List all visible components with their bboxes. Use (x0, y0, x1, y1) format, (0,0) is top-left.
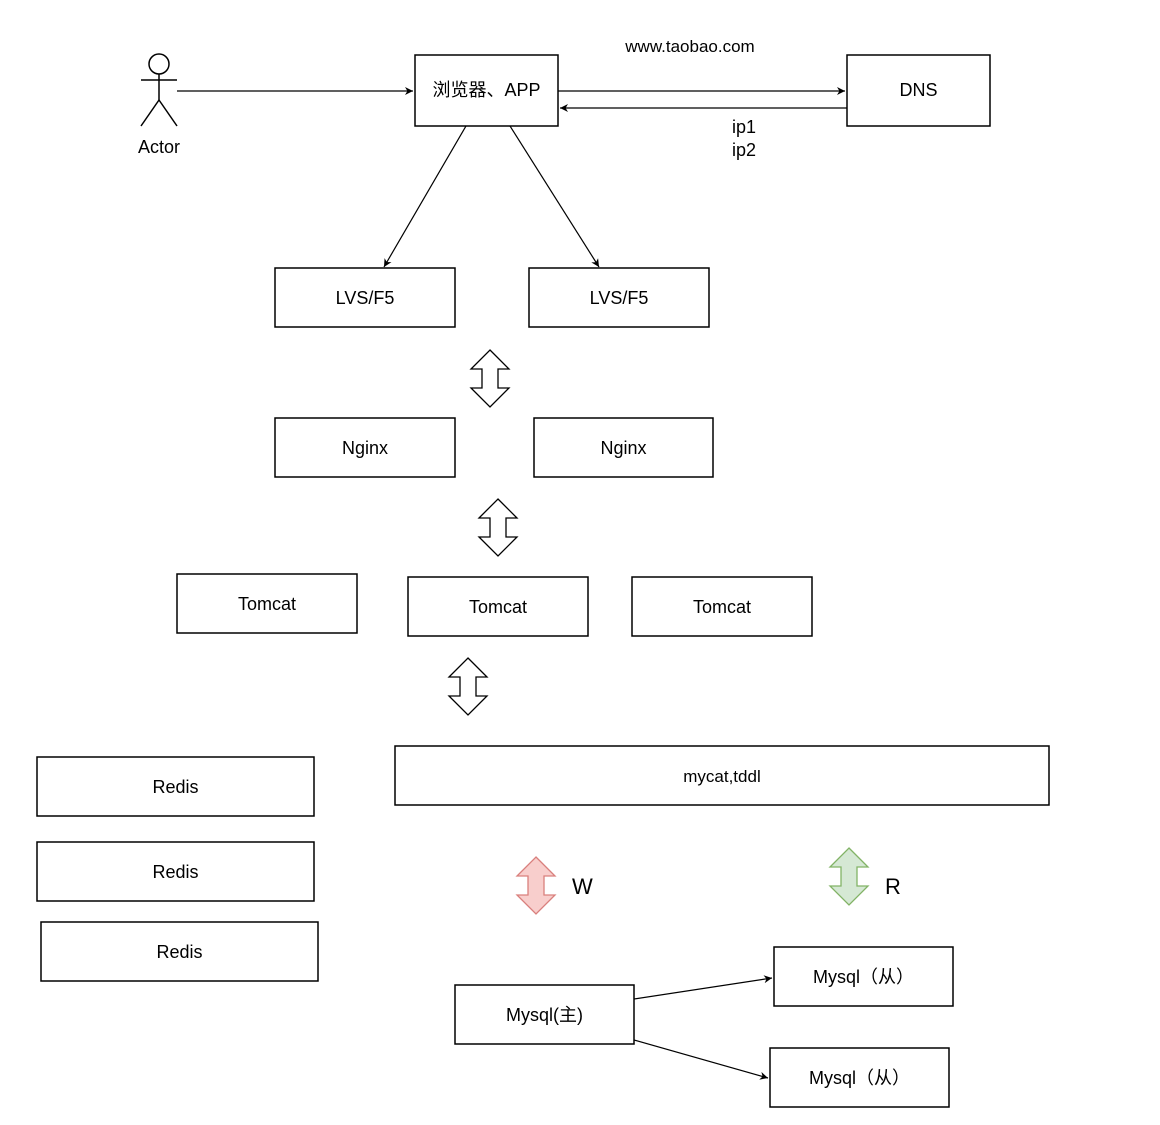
mysql-slave-label: Mysql（从） (813, 967, 914, 987)
domain-label: www.taobao.com (624, 37, 754, 56)
lvs-label: LVS/F5 (336, 288, 395, 308)
master-to-slave-arrow (633, 1039, 769, 1080)
tomcat-label: Tomcat (469, 597, 527, 617)
write-label: W (572, 874, 593, 899)
tomcat-node: Tomcat (631, 576, 813, 637)
mysql-slave-node: Mysql（从） (773, 946, 954, 1007)
dns-ip-line: ip1 (732, 117, 756, 137)
dns-ip-line: ip2 (732, 140, 756, 160)
mysql-slave-node: Mysql（从） (769, 1047, 950, 1108)
middleware-label: mycat,tddl (683, 767, 760, 786)
actor-label: Actor (138, 137, 180, 157)
master-to-slave-arrow (633, 975, 773, 1000)
tomcat-label: Tomcat (693, 597, 751, 617)
client-to-lvs2-arrow (509, 125, 600, 268)
tomcat-label: Tomcat (238, 594, 296, 614)
client-node: 浏览器、APP (414, 54, 559, 127)
nginx-node: Nginx (533, 417, 714, 478)
redis-label: Redis (152, 862, 198, 882)
double-arrow-icon (469, 349, 511, 408)
double-arrow-icon (447, 657, 489, 716)
lvs-node: LVS/F5 (528, 267, 710, 328)
redis-node: Redis (36, 756, 315, 817)
redis-label: Redis (152, 777, 198, 797)
client-label: 浏览器、APP (432, 80, 540, 100)
redis-node: Redis (36, 841, 315, 902)
double-arrow-icon (477, 498, 519, 557)
tomcat-node: Tomcat (176, 573, 358, 634)
nginx-node: Nginx (274, 417, 456, 478)
dns-label: DNS (899, 80, 937, 100)
lvs-node: LVS/F5 (274, 267, 456, 328)
redis-label: Redis (156, 942, 202, 962)
lvs-label: LVS/F5 (590, 288, 649, 308)
mysql-slave-label: Mysql（从） (809, 1068, 910, 1088)
write-arrow-icon (515, 856, 557, 915)
read-arrow-icon (828, 847, 870, 906)
client-to-lvs1-arrow (383, 125, 467, 268)
mysql-master-node: Mysql(主) (454, 984, 635, 1045)
dns-node: DNS (846, 54, 991, 127)
read-label: R (885, 874, 901, 899)
nginx-label: Nginx (342, 438, 388, 458)
tomcat-node: Tomcat (407, 576, 589, 637)
middleware-node: mycat,tddl (394, 745, 1050, 806)
nginx-label: Nginx (600, 438, 646, 458)
actor-figure (140, 53, 178, 127)
redis-node: Redis (40, 921, 319, 982)
mysql-master-label: Mysql(主) (506, 1005, 583, 1025)
